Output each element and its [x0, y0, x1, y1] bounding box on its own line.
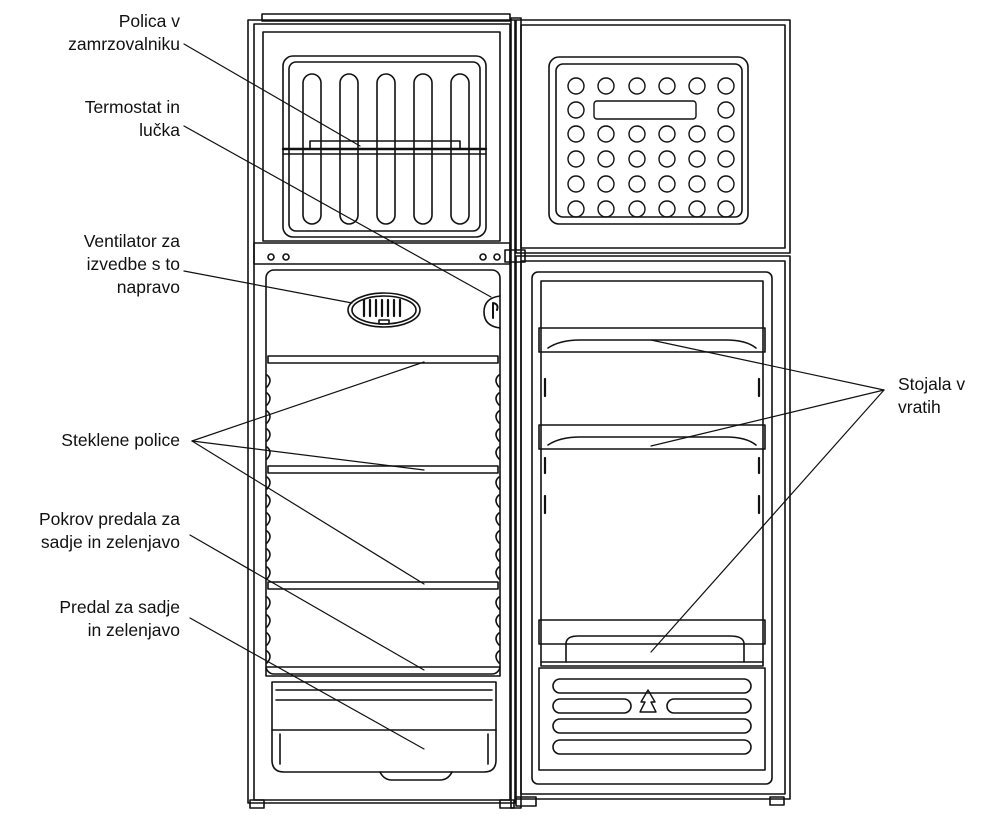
leader-thermostat-light [183, 125, 492, 298]
label-crisper-cover-line-1: Pokrov predala za [38, 509, 180, 529]
door-feet [515, 796, 785, 807]
crisper-drawer [271, 681, 497, 781]
label-fan-line-3: napravo [116, 277, 180, 297]
leader-glass-shelf-3 [191, 440, 425, 585]
leader-crisper-cover [189, 534, 425, 671]
label-door-racks-line-1: Stojala v [898, 374, 966, 394]
leader-freezer-shelf [183, 43, 361, 147]
leader-door-rack-2 [650, 389, 885, 447]
label-freezer-shelf-line-2: zamrzovalniku [68, 34, 180, 54]
leader-lines [183, 43, 885, 750]
label-door-racks: Stojala v vratih [898, 373, 965, 419]
fridge-door [515, 255, 791, 800]
label-crisper-cover-line-2: sadje in zelenjavo [40, 532, 180, 552]
leader-door-rack-1 [650, 339, 885, 391]
label-freezer-shelf: Polica v zamrzovalniku [68, 10, 180, 56]
freezer-compartment [262, 31, 501, 242]
label-fan-line-2: izvedbe s to [86, 254, 180, 274]
door-racks [538, 327, 766, 663]
freezer-shelf [281, 140, 488, 155]
label-fan-line-1: Ventilator za [83, 231, 180, 251]
label-crisper-drawer: Predal za sadje in zelenjavo [59, 596, 180, 642]
fridge-interior [265, 269, 501, 675]
door-vent-panel [538, 667, 766, 771]
label-crisper-drawer-line-2: in zelenjavo [87, 620, 180, 640]
freezer-door [515, 19, 791, 254]
label-door-racks-line-2: vratih [898, 397, 941, 417]
fan [347, 292, 421, 328]
leader-crisper-drawer [189, 617, 425, 750]
cabinet-body [247, 13, 516, 809]
label-glass-shelves-line-1: Steklene police [61, 430, 180, 450]
leader-fan [183, 270, 353, 304]
glass-shelves [267, 355, 499, 590]
crisper-cover [265, 666, 501, 677]
label-crisper-cover: Pokrov predala za sadje in zelenjavo [39, 508, 180, 554]
label-freezer-shelf-line-1: Polica v [118, 11, 180, 31]
leader-glass-shelf-2 [191, 440, 425, 471]
label-thermostat-light: Termostat in lučka [85, 96, 180, 142]
thermostat-light [483, 295, 501, 329]
divider-band [253, 242, 511, 265]
label-glass-shelves: Steklene police [61, 429, 180, 452]
leader-door-rack-3 [650, 389, 885, 653]
leader-glass-shelf-1 [191, 361, 425, 442]
label-fan: Ventilator za izvedbe s to napravo [84, 230, 180, 299]
label-thermostat-light-line-1: Termostat in [84, 97, 180, 117]
label-crisper-drawer-line-1: Predal za sadje [59, 597, 180, 617]
label-thermostat-light-line-2: lučka [139, 120, 180, 140]
